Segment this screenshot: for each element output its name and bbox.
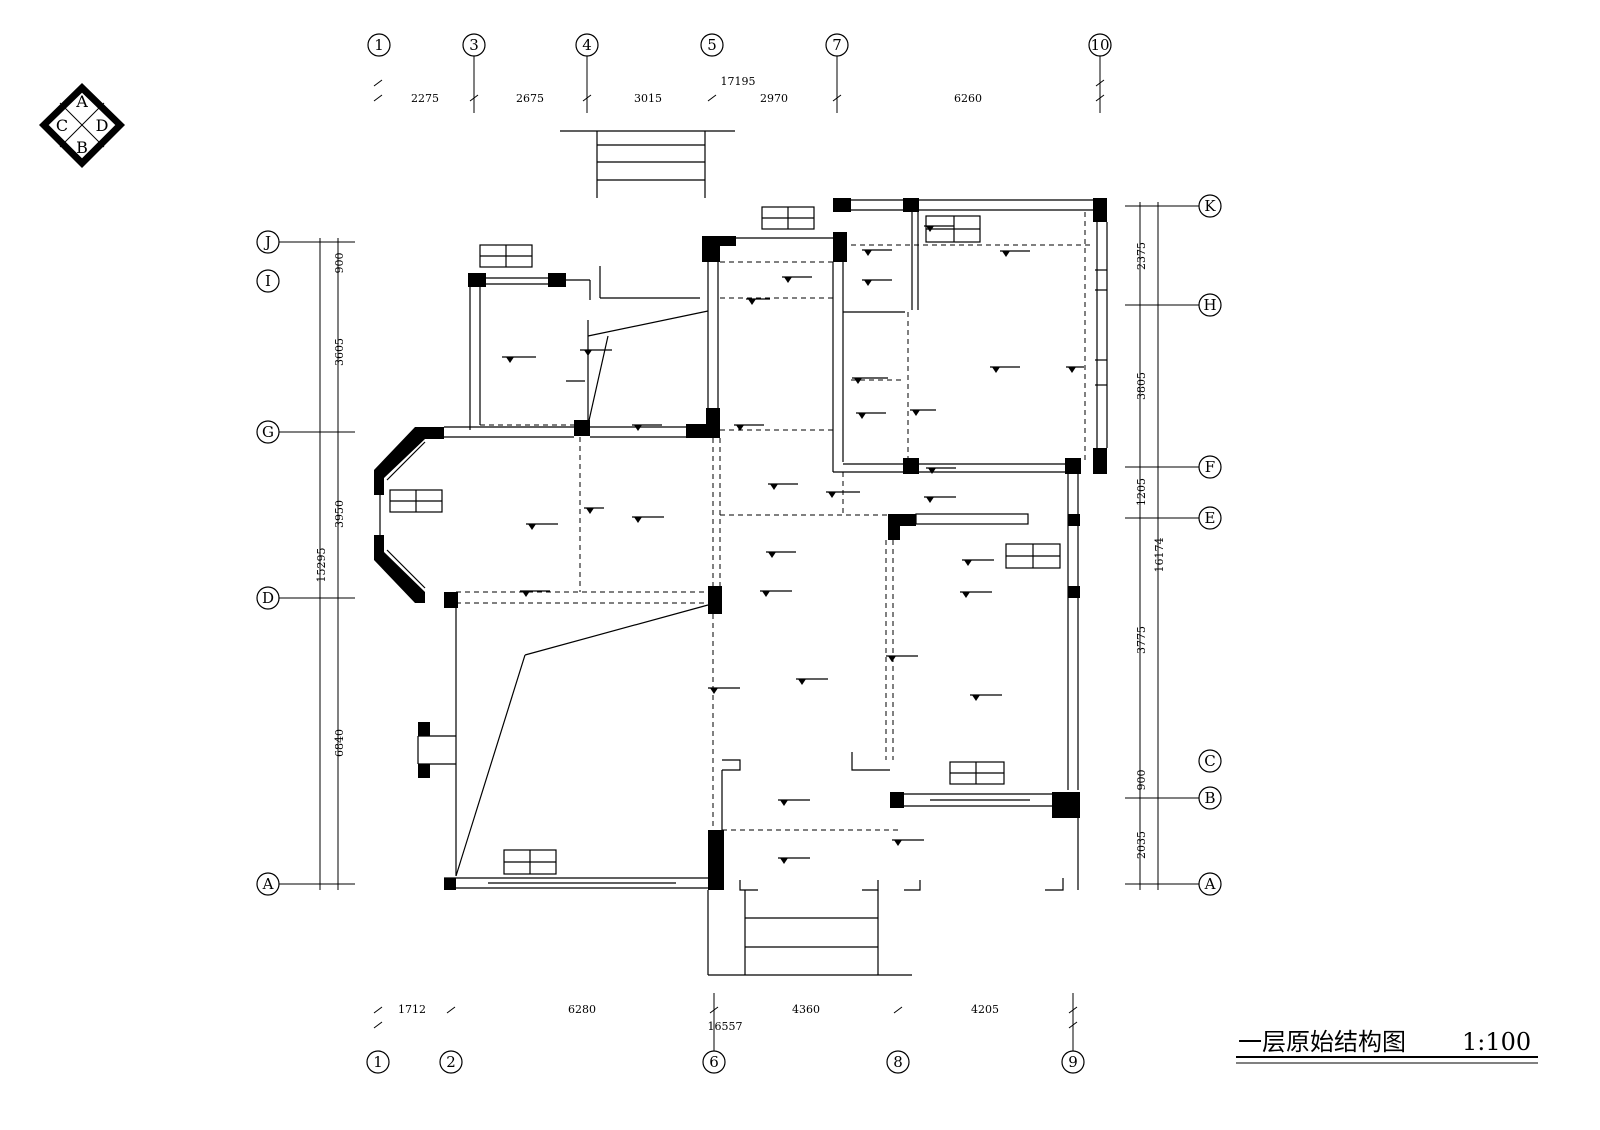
grid-bubble-top-3: 3: [462, 33, 486, 57]
dim-top-seg-5: 6260: [954, 92, 982, 105]
grid-bubble-top-7: 7: [825, 33, 849, 57]
dim-top-total: 17195: [721, 75, 756, 88]
dim-left-seg-4: 6840: [333, 729, 346, 757]
living-area: [417, 437, 722, 877]
dim-top-seg-1: 2275: [411, 92, 439, 105]
drawing-title: 一层原始结构图: [1238, 1028, 1406, 1056]
svg-text:A: A: [262, 875, 274, 893]
svg-text:H: H: [1203, 296, 1216, 314]
svg-text:1: 1: [373, 1053, 383, 1071]
svg-text:A: A: [1204, 875, 1216, 893]
grid-bubble-right-b: B: [1198, 786, 1222, 810]
svg-text:2: 2: [446, 1053, 456, 1071]
grid-bubble-top-10: 10: [1088, 33, 1112, 57]
svg-text:F: F: [1205, 458, 1215, 476]
logo-letter-c: C: [56, 116, 68, 135]
floor-plan: [374, 130, 1108, 976]
dim-left-seg-2: 3605: [333, 338, 346, 366]
dim-left-seg-1: 900: [333, 253, 346, 274]
dim-right-seg-3: 1205: [1135, 478, 1148, 506]
grid-bubble-bottom-2: 2: [439, 1050, 463, 1074]
svg-text:K: K: [1204, 197, 1216, 215]
dim-left-seg-3: 3950: [333, 500, 346, 528]
grid-bubble-bottom-6: 6: [702, 1050, 726, 1074]
grid-bubble-right-a: A: [1198, 872, 1222, 896]
svg-text:4: 4: [582, 36, 592, 54]
grid-left: J I G D A: [256, 230, 355, 896]
svg-text:J: J: [263, 233, 271, 251]
dim-right-seg-5: 900: [1135, 770, 1148, 791]
dim-bottom-seg-2: 6280: [568, 1003, 596, 1016]
dim-top-seg-4: 2970: [760, 92, 788, 105]
svg-text:6: 6: [709, 1053, 719, 1071]
grid-bubble-top-1: 1: [367, 33, 391, 57]
dim-right-total: 16174: [1153, 538, 1166, 573]
grid-bubble-bottom-9: 9: [1061, 1050, 1085, 1074]
svg-text:I: I: [265, 272, 271, 290]
svg-text:5: 5: [707, 36, 717, 54]
svg-text:9: 9: [1068, 1053, 1078, 1071]
dim-right-seg-6: 2035: [1135, 831, 1148, 859]
grid-bubble-bottom-8: 8: [886, 1050, 910, 1074]
grid-bubble-left-a: A: [256, 872, 280, 896]
svg-text:8: 8: [893, 1053, 903, 1071]
grid-bubble-left-g: G: [256, 420, 280, 444]
grid-bubble-bottom-1: 1: [366, 1050, 390, 1074]
south-foyer: [444, 752, 921, 976]
abcd-logo: A C D B: [39, 83, 125, 168]
grid-bubble-right-f: F: [1198, 455, 1222, 479]
grid-bubble-left-i: I: [256, 269, 280, 293]
svg-text:10: 10: [1090, 36, 1109, 54]
drawing-title-block: 一层原始结构图 1:100: [1236, 1028, 1538, 1064]
grid-bubble-right-e: E: [1198, 506, 1222, 530]
dim-bottom-seg-4: 4205: [971, 1003, 999, 1016]
east-room: [885, 474, 1080, 891]
bay-window: [374, 427, 458, 608]
logo-letter-a: A: [75, 92, 88, 111]
svg-text:E: E: [1205, 509, 1216, 527]
grid-bubble-top-5: 5: [700, 33, 724, 57]
door-window-tags: [389, 206, 1061, 875]
ne-room: [832, 198, 1108, 515]
dim-top-seg-3: 3015: [634, 92, 662, 105]
elevation-markers: [502, 225, 1084, 864]
grid-bubble-right-c: C: [1198, 749, 1222, 773]
logo-letter-b: B: [76, 138, 88, 157]
svg-text:C: C: [1204, 752, 1215, 770]
grid-bottom: 1 2 6 8 9: [366, 993, 1085, 1074]
dim-right-seg-2: 3805: [1135, 372, 1148, 400]
grid-top: 1 3 4 5 7 10: [367, 33, 1112, 113]
dim-bottom-seg-1: 1712: [398, 1003, 426, 1016]
dim-right-seg-4: 3775: [1135, 626, 1148, 654]
dim-top-seg-2: 2675: [516, 92, 544, 105]
nw-room: [468, 266, 709, 436]
dim-left-total: 15295: [315, 548, 328, 583]
grid-bubble-top-4: 4: [575, 33, 599, 57]
svg-text:B: B: [1204, 789, 1215, 807]
logo-letter-d: D: [96, 116, 109, 135]
dim-bottom-total: 16557: [708, 1020, 743, 1033]
drawing-scale: 1:100: [1462, 1028, 1531, 1056]
grid-bubble-left-j: J: [256, 230, 280, 254]
svg-text:1: 1: [374, 36, 384, 54]
grid-bubble-left-d: D: [256, 586, 280, 610]
grid-right: K H F E C B A: [1125, 194, 1222, 896]
svg-text:3: 3: [469, 36, 479, 54]
svg-text:7: 7: [832, 36, 842, 54]
grid-bubble-right-h: H: [1198, 293, 1222, 317]
top-steps: [560, 130, 735, 198]
svg-text:G: G: [262, 423, 274, 441]
dim-bottom-seg-3: 4360: [792, 1003, 820, 1016]
dim-right-seg-1: 2375: [1135, 242, 1148, 270]
svg-text:D: D: [262, 589, 274, 607]
grid-bubble-right-k: K: [1198, 194, 1222, 218]
